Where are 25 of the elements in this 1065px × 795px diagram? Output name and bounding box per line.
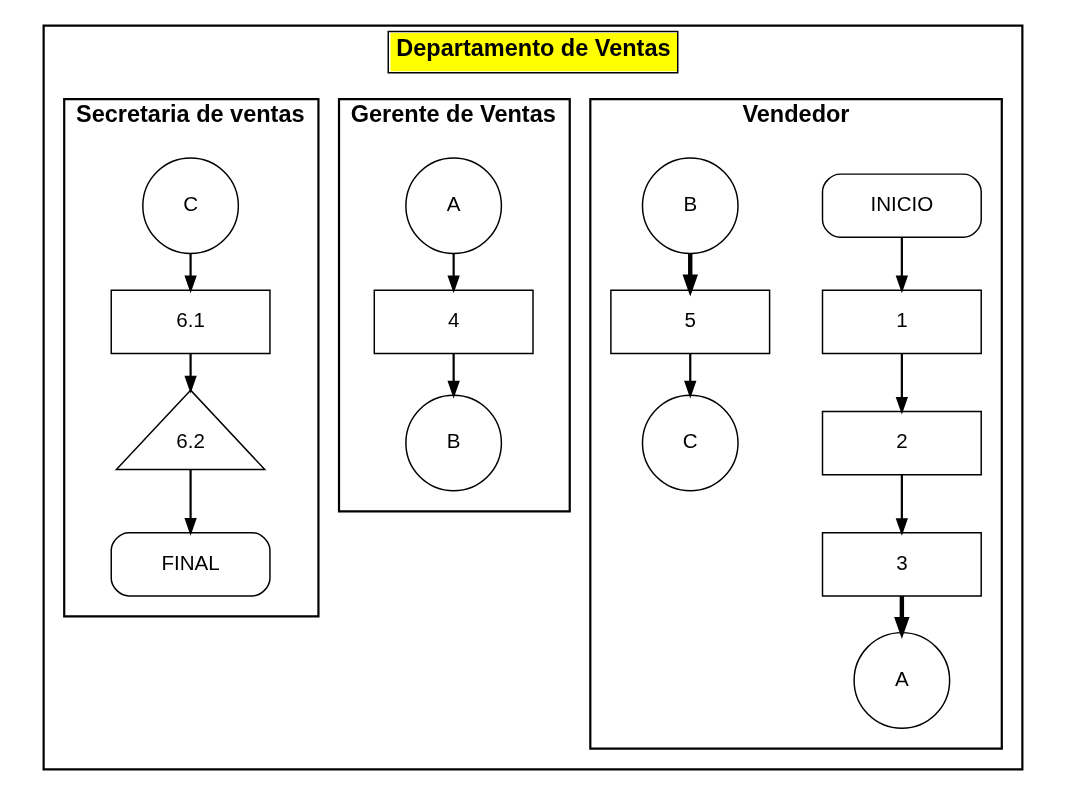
node-box: 2 [821,410,982,476]
node-circle: A [404,157,502,255]
node-box: 6.1 [110,289,271,355]
node-box: INICIO [821,173,982,239]
arrow [183,469,197,536]
node-circle: B [404,394,502,492]
arrow [682,253,698,297]
node-circle: C [641,394,739,492]
node-box: 3 [821,531,982,597]
node-circle: A [852,631,950,729]
arrow [895,353,908,415]
node-box: 1 [821,289,982,355]
arrow [893,596,910,639]
arrow [183,353,197,394]
arrow [446,353,460,399]
node-box: 5 [609,289,770,355]
node-circle: C [141,157,239,255]
arrow [183,253,197,294]
arrow [446,253,460,294]
node-box: 4 [373,289,534,355]
node-circle: B [641,157,739,255]
node-box: FINAL [110,531,271,597]
arrow [895,475,908,536]
arrow [683,353,696,399]
arrow [895,237,908,294]
